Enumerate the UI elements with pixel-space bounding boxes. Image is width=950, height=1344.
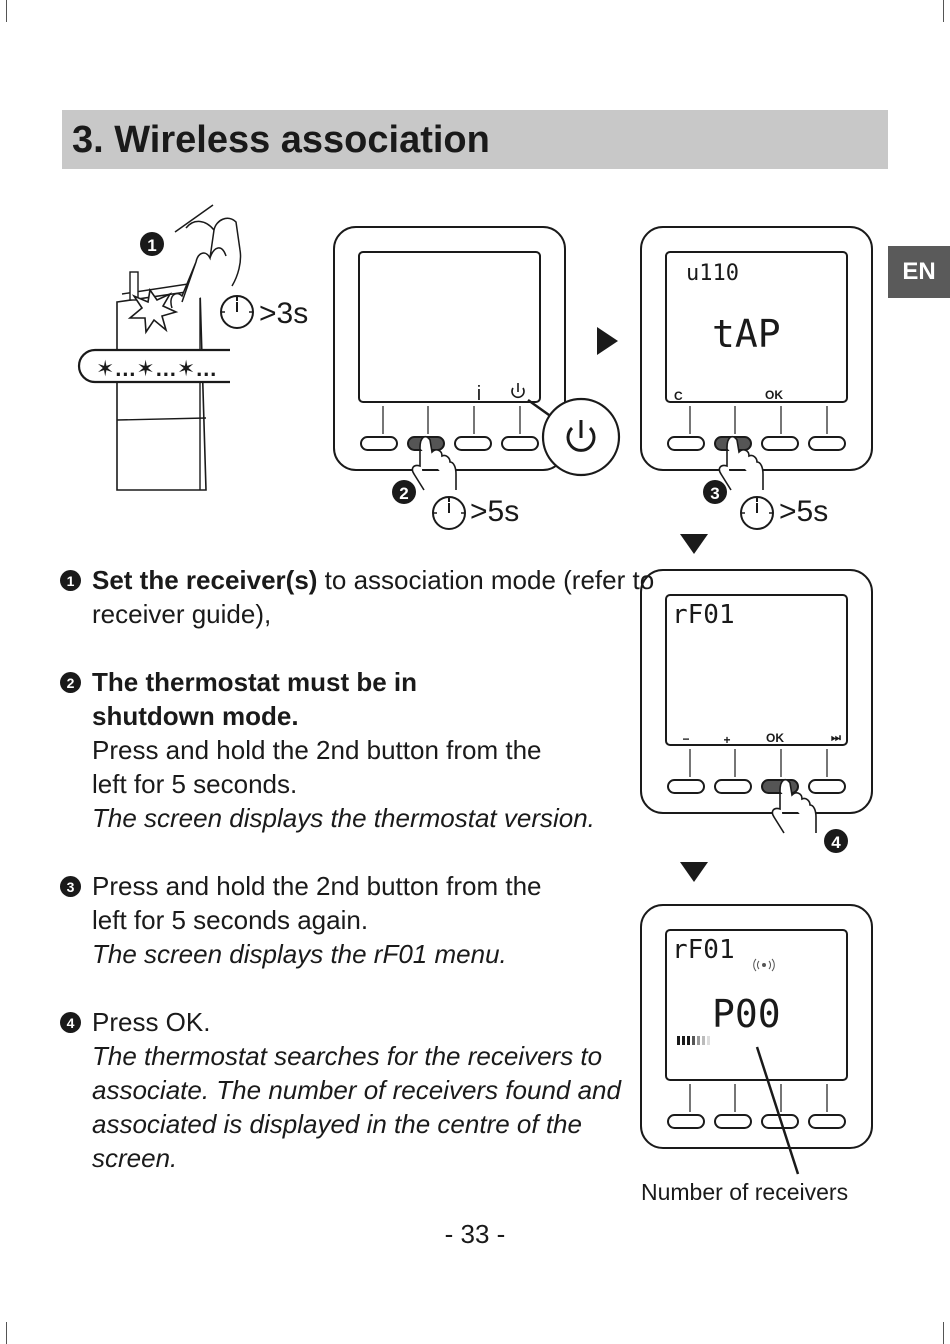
radio-wave-icon [753, 958, 775, 972]
crop-mark [943, 1322, 944, 1344]
svg-text:✶…✶…✶…: ✶…✶…✶… [96, 356, 217, 381]
receivers-caption: Number of receivers [641, 1179, 849, 1205]
step-number: 2 [60, 672, 81, 693]
thermostat-receivers: rF01 P00 [640, 904, 873, 1175]
instruction-steps: 1 Set the receiver(s) to association mod… [60, 563, 660, 1209]
arrow-down-icon [680, 862, 708, 882]
timer-5s-again: >5s [779, 495, 828, 528]
receiver-device: ✶…✶…✶… [77, 204, 242, 491]
arrow-right-icon [597, 327, 618, 355]
step-body: Press OK. [92, 1007, 211, 1037]
progress-bar [677, 1036, 710, 1045]
lcd-label-ok: OK [766, 731, 784, 745]
timer-3s: >3s [259, 297, 308, 330]
thermostat-shutdown: i [333, 226, 621, 491]
lcd-receiver-count: P00 [712, 992, 781, 1036]
section-title: 3. Wireless association [72, 119, 490, 161]
step-bold: The thermostat must be in shutdown mode. [92, 667, 418, 731]
step-4: 4 Press OK. The thermostat searches for … [60, 1005, 660, 1175]
info-icon: i [477, 383, 481, 405]
callout-2: 2 [399, 484, 408, 503]
lcd-label-minus: − [682, 732, 689, 746]
page-number: - 33 - [444, 1219, 506, 1249]
lcd-menu: rF01 [672, 600, 735, 630]
step-number: 3 [60, 876, 81, 897]
timer-icon [220, 295, 254, 329]
lcd-main: tAP [712, 312, 781, 356]
step-text: Set the receiver(s) to association mode … [92, 563, 660, 631]
section-header: 3. Wireless association [62, 110, 888, 169]
step-note: The thermostat searches for the receiver… [92, 1041, 621, 1173]
power-icon-large [566, 420, 596, 452]
step-body: Press and hold the 2nd button from the l… [92, 871, 542, 935]
step-body: Press and hold the 2nd button from the l… [92, 735, 542, 799]
thermostat-version: u110 tAP C OK [640, 226, 873, 491]
callout-3: 3 [710, 484, 719, 503]
lcd-menu: rF01 [672, 935, 735, 965]
crop-mark [6, 1322, 7, 1344]
arrow-down-icon [680, 534, 708, 554]
lcd-label-plus: + [723, 733, 730, 747]
step-bold: Set the receiver(s) [92, 565, 318, 595]
step-note: The screen displays the thermostat versi… [92, 803, 595, 833]
fast-forward-icon: ⏭ [831, 732, 841, 744]
callout-1: 1 [147, 236, 156, 255]
crop-mark [943, 0, 944, 22]
crop-mark [6, 0, 7, 22]
language-tab: EN [888, 246, 950, 298]
thermostat-rf01: rF01 − + OK ⏭ [640, 569, 873, 834]
timer-icon [740, 496, 774, 530]
step-1: 1 Set the receiver(s) to association mod… [60, 563, 660, 631]
step-body: to association mode (refer to receiver g… [92, 565, 655, 629]
lcd-version: u110 [686, 261, 739, 286]
callout-1-badge [140, 232, 164, 256]
timer-5s: >5s [470, 495, 519, 528]
step-note: The screen displays the rF01 menu. [92, 939, 507, 969]
timer-icon [432, 496, 466, 530]
lcd-label-c: C [674, 389, 683, 403]
pointer-line [755, 1046, 800, 1175]
step-number: 4 [60, 1012, 81, 1033]
power-icon-small [511, 383, 525, 399]
lcd-label-ok: OK [765, 388, 783, 402]
callout-4: 4 [831, 833, 841, 852]
step-number: 1 [60, 570, 81, 591]
step-2: 2 The thermostat must be in shutdown mod… [60, 665, 660, 835]
step-3: 3 Press and hold the 2nd button from the… [60, 869, 660, 971]
